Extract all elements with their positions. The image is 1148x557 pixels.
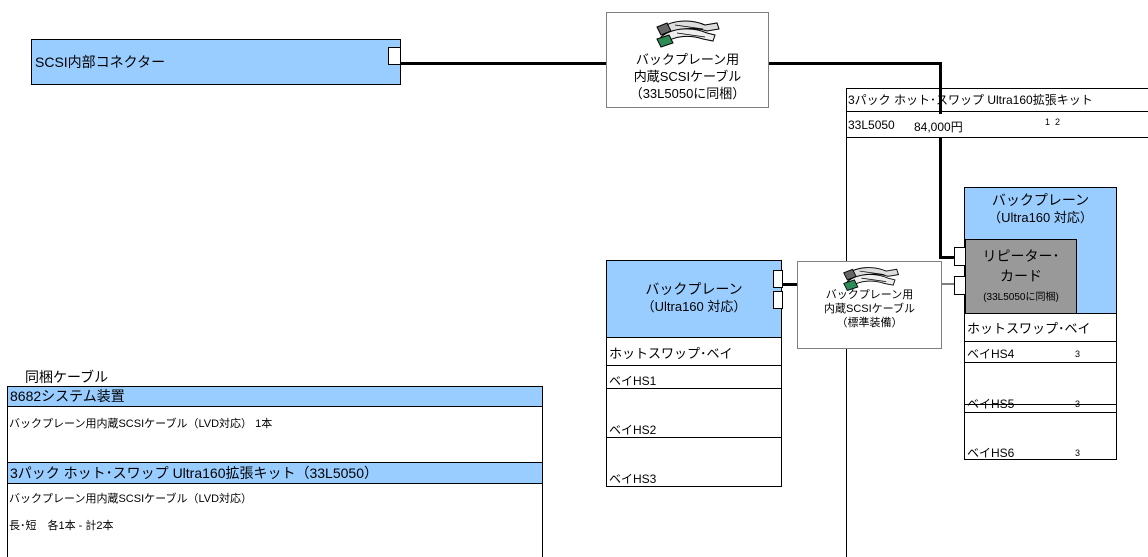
mid-cable-line2: 内蔵SCSIケーブル <box>823 303 915 315</box>
repeater-port-lower <box>954 276 966 295</box>
right-backplane-line1: バックプレーン <box>991 192 1090 208</box>
right-bay-panel: ホットスワップ･ベイ ベイHS4 3 ベイHS5 3 ベイHS6 3 <box>964 313 1117 460</box>
top-cable-line3: （33L5050に同梱） <box>629 86 746 101</box>
bundled-section-header-1: 8682システム装置 <box>7 386 543 407</box>
wire-top-cable-to-kit <box>768 62 942 65</box>
bundled-table: 8682システム装置 バックプレーン用内蔵SCSIケーブル（LVD対応） 1本 … <box>7 386 543 557</box>
kit-notes: 1 2 <box>1045 117 1061 127</box>
top-cable-box: バックプレーン用 内蔵SCSIケーブル （33L5050に同梱） <box>606 12 769 108</box>
left-bay-panel: ホットスワップ･ベイ ベイHS1 ベイHS2 ベイHS3 <box>606 337 782 487</box>
mid-cable-line3: （標準装備） <box>836 317 903 329</box>
mid-cable-box: バックプレーン用 内蔵SCSIケーブル （標準装備） <box>797 261 942 349</box>
wire-left-backplane-to-mid-cable <box>783 283 798 286</box>
scsi-internal-connector: SCSI内部コネクター <box>31 39 401 85</box>
left-backplane: バックプレーン （Ultra160 対応） <box>606 260 782 338</box>
bay-hs4-note: 3 <box>1075 349 1081 359</box>
bundled-section-line-2-2: 長･短 各1本 - 計2本 <box>9 520 114 532</box>
bay-hs2-label: ベイHS2 <box>609 423 657 437</box>
repeater-port-upper <box>954 247 966 266</box>
top-cable-line2: 内蔵SCSIケーブル <box>633 69 742 84</box>
left-backplane-port-upper <box>773 270 783 288</box>
kit-price: 84,000円 <box>914 120 963 134</box>
scsi-connector-port <box>388 47 401 65</box>
bay-hs3-label: ベイHS3 <box>609 472 657 486</box>
bay-hs5-label: ベイHS5 <box>967 397 1015 411</box>
top-cable-line1: バックプレーン用 <box>635 52 740 67</box>
cable-icon <box>656 20 720 48</box>
wire-scsi-to-top-cable <box>401 62 606 65</box>
repeater-card: リピーター･ カード (33L5050に同梱) <box>965 239 1077 314</box>
left-backplane-line2: （Ultra160 対応） <box>641 299 747 314</box>
right-bay-header: ホットスワップ･ベイ <box>967 321 1091 336</box>
bay-hs5-note: 3 <box>1075 399 1081 409</box>
kit-price-underline <box>846 137 1148 138</box>
left-backplane-line1: バックプレーン <box>645 281 743 297</box>
repeater-line3: (33L5050に同梱) <box>983 292 1059 303</box>
bay-hs6-note: 3 <box>1075 448 1081 458</box>
bundled-section-header-2: 3パック ホット･スワップ Ultra160拡張キット（33L5050） <box>7 462 543 484</box>
bundled-section-line-1-1: バックプレーン用内蔵SCSIケーブル（LVD対応） 1本 <box>9 418 273 430</box>
repeater-line2: カード <box>1000 268 1042 284</box>
left-bay-header: ホットスワップ･ベイ <box>609 346 733 361</box>
wire-repeater-stub <box>939 256 958 259</box>
wire-mid-cable-to-repeater <box>942 283 958 285</box>
bay-hs6-label: ベイHS6 <box>967 446 1015 460</box>
scsi-connector-label: SCSI内部コネクター <box>35 54 166 70</box>
mid-cable-line1: バックプレーン用 <box>825 289 914 301</box>
kit-title-underline <box>846 111 1148 112</box>
kit-title: 3パック ホット･スワップ Ultra160拡張キット <box>848 93 1093 107</box>
left-backplane-port-lower <box>773 291 783 309</box>
repeater-line1: リピーター･ <box>982 248 1060 264</box>
bay-hs1-label: ベイHS1 <box>609 374 657 388</box>
kit-part-number: 33L5050 <box>848 118 895 132</box>
bundled-section-line-2-1: バックプレーン用内蔵SCSIケーブル（LVD対応） <box>9 493 253 505</box>
bay-hs4-label: ベイHS4 <box>967 347 1015 361</box>
wire-kit-to-repeater <box>939 137 942 258</box>
bundled-title: 同梱ケーブル <box>25 369 109 385</box>
right-backplane-line2: （Ultra160 対応） <box>988 210 1093 225</box>
